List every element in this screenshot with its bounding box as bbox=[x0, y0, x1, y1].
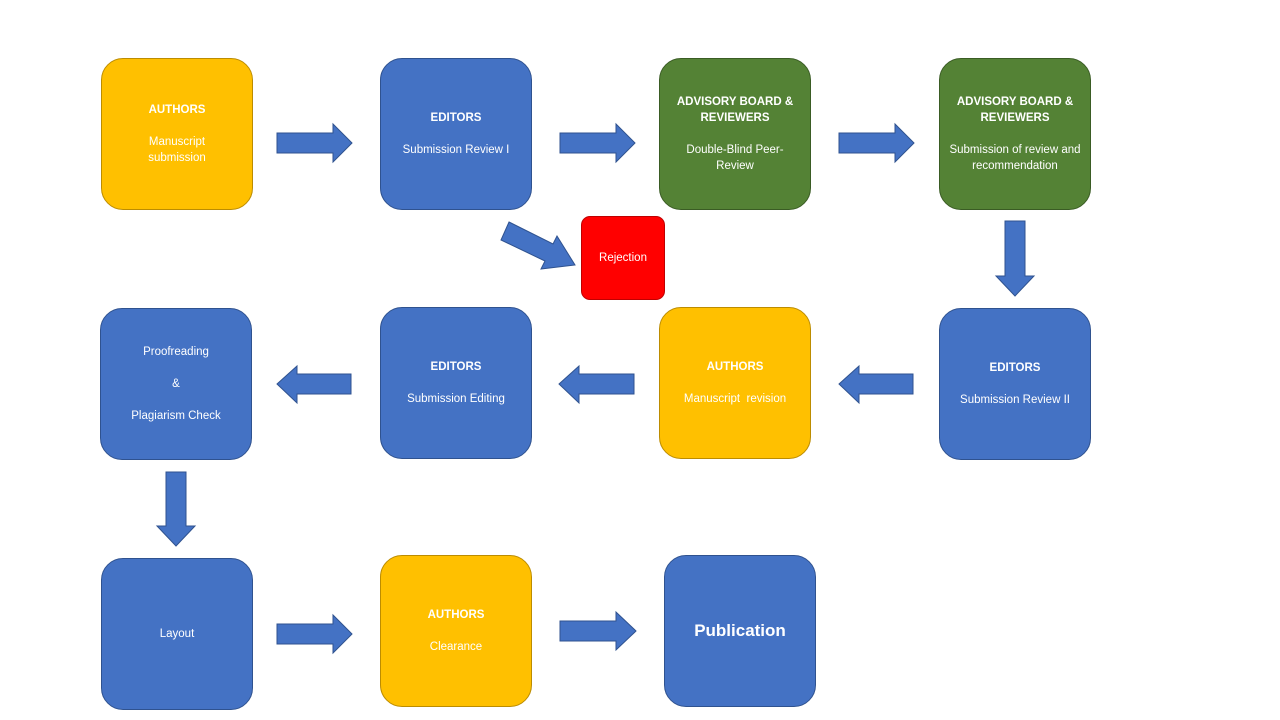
step-text: Submission Review II bbox=[960, 394, 1070, 406]
step-title: AUTHORS bbox=[148, 104, 206, 116]
step-title: AUTHORS bbox=[427, 609, 485, 621]
step-text: Double-Blind Peer-Review bbox=[686, 144, 784, 172]
arrow-to-rejection bbox=[500, 221, 576, 270]
step-authors-submission: AUTHORS Manuscript submission bbox=[101, 58, 253, 210]
step-editors-editing: EDITORS Submission Editing bbox=[380, 307, 532, 459]
step-proofreading: Proofreading & Plagiarism Check bbox=[100, 308, 252, 460]
step-editors-review-1: EDITORS Submission Review I bbox=[380, 58, 532, 210]
step-text: Submission Review I bbox=[402, 144, 510, 156]
step-authors-revision: AUTHORS Manuscript revision bbox=[659, 307, 811, 459]
step-title: AUTHORS bbox=[706, 361, 764, 373]
step-publication: Publication bbox=[664, 555, 816, 707]
step-title: ADVISORY BOARD & REVIEWERS bbox=[956, 96, 1074, 124]
step-text: Layout bbox=[159, 628, 195, 640]
step-line-1: Proofreading bbox=[143, 346, 209, 358]
step-board-recommendation: ADVISORY BOARD & REVIEWERS Submission of… bbox=[939, 58, 1091, 210]
step-title: EDITORS bbox=[430, 112, 482, 124]
step-title: EDITORS bbox=[989, 362, 1041, 374]
arrow-down-2 bbox=[155, 471, 197, 547]
arrow-left-2 bbox=[558, 364, 635, 405]
step-rejection: Rejection bbox=[581, 216, 665, 300]
arrow-right-1 bbox=[276, 122, 353, 164]
step-layout: Layout bbox=[101, 558, 253, 710]
arrow-right-4 bbox=[276, 613, 353, 655]
step-line-2: & bbox=[172, 378, 180, 390]
step-text: Publication bbox=[694, 621, 786, 640]
step-line-3: Plagiarism Check bbox=[131, 410, 221, 422]
arrow-right-3 bbox=[838, 122, 915, 164]
step-title: ADVISORY BOARD & REVIEWERS bbox=[676, 96, 794, 124]
step-text: Manuscript revision bbox=[683, 393, 787, 405]
arrow-left-3 bbox=[276, 364, 352, 405]
arrow-right-5 bbox=[559, 610, 637, 652]
arrow-left-1 bbox=[838, 364, 914, 405]
step-editors-review-2: EDITORS Submission Review II bbox=[939, 308, 1091, 460]
step-text: Submission Editing bbox=[407, 393, 505, 405]
step-text: Submission of review and recommendation bbox=[949, 144, 1081, 172]
step-authors-clearance: AUTHORS Clearance bbox=[380, 555, 532, 707]
arrow-right-2 bbox=[559, 122, 636, 164]
arrow-down-1 bbox=[994, 220, 1036, 297]
step-title: EDITORS bbox=[430, 361, 482, 373]
step-text: Clearance bbox=[429, 641, 483, 653]
step-text: Rejection bbox=[599, 252, 647, 264]
step-board-peer-review: ADVISORY BOARD & REVIEWERS Double-Blind … bbox=[659, 58, 811, 210]
step-text: Manuscript submission bbox=[148, 136, 206, 164]
